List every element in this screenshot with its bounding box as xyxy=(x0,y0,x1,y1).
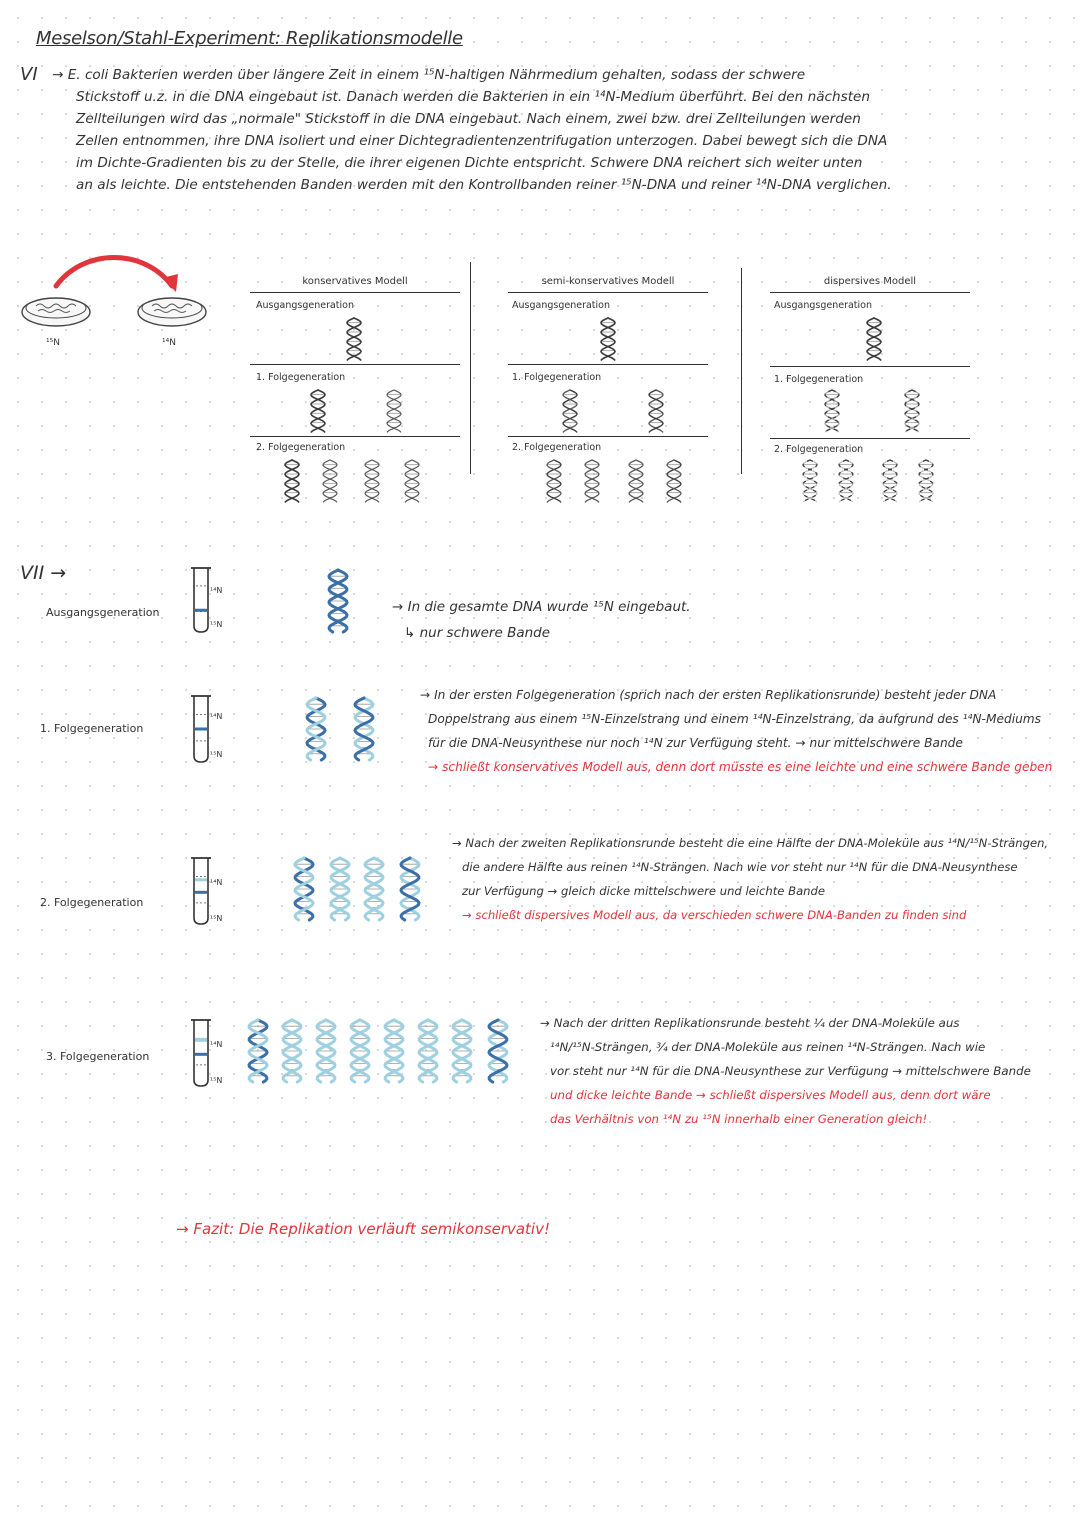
dna-helix-icon xyxy=(883,460,897,502)
note-line: ¹⁴N/¹⁵N-Strängen, ¾ der DNA-Moleküle aus… xyxy=(550,1036,985,1058)
note-line-red: und dicke leichte Bande → schließt dispe… xyxy=(550,1084,991,1106)
note-line-red: das Verhältnis von ¹⁴N zu ¹⁵N innerhalb … xyxy=(550,1108,927,1130)
note-line: → Nach der dritten Replikationsrunde bes… xyxy=(540,1012,959,1034)
centrifuge-tube-icon xyxy=(191,568,211,632)
dna-helix-icon xyxy=(547,460,561,502)
dna-helix-icon xyxy=(563,390,577,432)
dna-helix-icon xyxy=(295,858,313,920)
note-line-red: → schließt dispersives Modell aus, da ve… xyxy=(462,904,966,926)
dna-helix-icon xyxy=(307,698,325,760)
dna-helix-icon xyxy=(249,1020,267,1082)
dna-helix-icon xyxy=(867,318,881,360)
dna-helix-icon xyxy=(355,698,373,760)
conclusion: → Fazit: Die Replikation verläuft semiko… xyxy=(176,1218,550,1240)
dna-helix-icon xyxy=(905,390,919,432)
dna-helix-icon xyxy=(585,460,599,502)
dna-helix-icon xyxy=(919,460,933,502)
dna-helix-icon xyxy=(419,1020,437,1082)
dna-helix-icon xyxy=(365,858,383,920)
dna-helix-icon xyxy=(387,390,401,432)
dna-helix-icon xyxy=(311,390,325,432)
dna-helix-icon xyxy=(839,460,853,502)
centrifuge-tube-icon xyxy=(191,858,211,924)
dna-helix-icon xyxy=(331,858,349,920)
dna-helix-icon xyxy=(283,1020,301,1082)
dna-helix-icon xyxy=(347,318,361,360)
dna-helix-icon xyxy=(405,460,419,502)
note-line: die andere Hälfte aus reinen ¹⁴N-Stränge… xyxy=(462,856,1018,878)
dna-helix-icon xyxy=(601,318,615,360)
centrifuge-tube-icon xyxy=(191,696,211,762)
note-line: → Nach der zweiten Replikationsrunde bes… xyxy=(452,832,1048,854)
dna-helix-icon xyxy=(825,390,839,432)
dna-helix-icon xyxy=(453,1020,471,1082)
model-helix-layer xyxy=(0,0,1080,520)
dna-helix-icon xyxy=(329,570,347,632)
dna-helix-icon xyxy=(365,460,379,502)
dna-helix-icon xyxy=(351,1020,369,1082)
dna-helix-icon xyxy=(285,460,299,502)
note-line: vor steht nur ¹⁴N für die DNA-Neusynthes… xyxy=(550,1060,1031,1082)
note-line: Doppelstrang aus einem ¹⁵N-Einzelstrang … xyxy=(428,708,1041,730)
dna-helix-icon xyxy=(803,460,817,502)
note-line-red: → schließt konservatives Modell aus, den… xyxy=(428,756,1052,778)
dna-helix-icon xyxy=(317,1020,335,1082)
dna-helix-icon xyxy=(629,460,643,502)
dna-helix-icon xyxy=(489,1020,507,1082)
note-line: → In die gesamte DNA wurde ¹⁵N eingebaut… xyxy=(392,596,691,618)
dna-helix-icon xyxy=(401,858,419,920)
dna-helix-icon xyxy=(385,1020,403,1082)
note-line: → In der ersten Folgegeneration (sprich … xyxy=(420,684,996,706)
dna-helix-icon xyxy=(667,460,681,502)
centrifuge-tube-icon xyxy=(191,1020,211,1086)
note-line: ↳ nur schwere Bande xyxy=(404,622,550,644)
note-line: zur Verfügung → gleich dicke mittelschwe… xyxy=(462,880,825,902)
note-line: für die DNA-Neusynthese nur noch ¹⁴N zur… xyxy=(428,732,963,754)
dna-helix-icon xyxy=(649,390,663,432)
dna-helix-icon xyxy=(323,460,337,502)
